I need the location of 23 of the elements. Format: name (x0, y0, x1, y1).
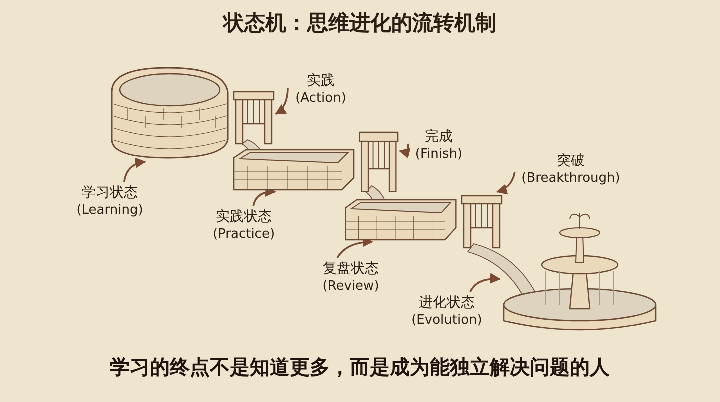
state-label: 进化状态 (419, 295, 475, 313)
state-label: 完成 (425, 129, 453, 147)
state-label: 突破 (557, 153, 585, 171)
brick-trough-drawing (232, 148, 356, 192)
leader-line (124, 158, 146, 182)
state-label: 复盘状态 (323, 261, 379, 279)
leader-line (398, 144, 411, 158)
state-label: 实践 (307, 73, 335, 91)
state-english-label: (Review) (322, 278, 380, 295)
summary-sentence: 学习的终点不是知道更多，而是成为能独立解决问题的人 (110, 354, 610, 381)
title: 状态机：思维进化的流转机制 (224, 10, 496, 37)
state-english-label: (Action) (296, 90, 346, 107)
state-label: 实践状态 (216, 209, 272, 227)
state-english-label: (Practice) (212, 226, 276, 243)
brick-trough-drawing (344, 198, 458, 242)
state-english-label: (Learning) (76, 202, 144, 219)
leader-line (470, 273, 502, 292)
state-english-label: (Evolution) (412, 312, 482, 329)
state-english-label: (Finish) (415, 146, 463, 163)
leader-line (275, 88, 289, 115)
state-english-label: (Breakthrough) (522, 170, 620, 187)
leader-line (496, 172, 516, 194)
state-label: 学习状态 (82, 185, 138, 203)
